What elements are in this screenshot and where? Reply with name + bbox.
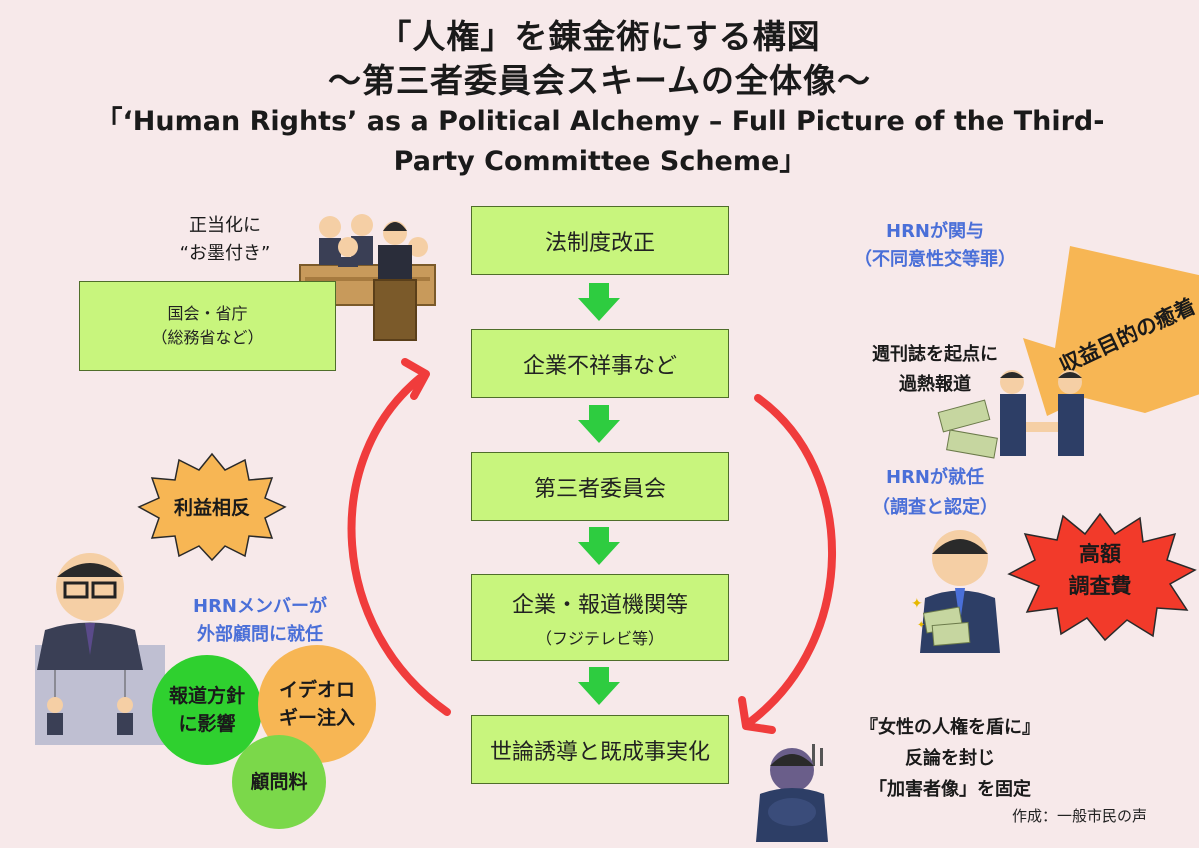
- justification-line2: “お墨付き”: [179, 243, 271, 264]
- flow-box-public-opinion: 世論誘導と既成事実化: [471, 715, 729, 784]
- flow-label: 世論誘導と既成事実化: [489, 739, 710, 765]
- left-cycle-arrowhead: [401, 358, 430, 400]
- flow-box-law-revision: 法制度改正: [471, 206, 729, 275]
- hrn-appointed-label: HRNが就任 （調査と認定）: [835, 463, 1035, 523]
- gov-box-line2: （総務省など）: [151, 328, 264, 347]
- flow-label: 法制度改正: [544, 230, 655, 256]
- flow-label: 企業・報道機関等: [511, 592, 688, 618]
- handshake-illustration: [937, 370, 1084, 459]
- svg-text:✦: ✦: [917, 620, 925, 631]
- right-cycle-arrow: [746, 394, 836, 726]
- hrn-member-line2: 外部顧問に就任: [197, 624, 323, 645]
- man-with-money-illustration: ✦ ✦: [911, 530, 1000, 653]
- shield-line2: 反論を封じ: [905, 748, 995, 769]
- credit-label: 作成：一般市民の声: [1012, 807, 1148, 825]
- justification-line1: 正当化に: [189, 215, 261, 236]
- flow-label: 第三者委員会: [533, 476, 666, 502]
- page-subtitle: 〜第三者委員会スキームの全体像〜: [327, 61, 871, 100]
- hrn-involved-line1: HRNが関与: [886, 221, 984, 242]
- down-arrow-2: [578, 405, 620, 443]
- flow-sublabel: （フジテレビ等）: [535, 628, 664, 648]
- svg-text:✦: ✦: [911, 596, 923, 612]
- hrn-member-line1: HRNメンバーが: [193, 596, 327, 617]
- down-arrow-4: [578, 667, 620, 705]
- conflict-badge-label: 利益相反: [173, 497, 250, 519]
- shield-line3: 「加害者像」を固定: [869, 779, 1031, 800]
- left-cycle-arrow: [347, 374, 451, 716]
- puppet-master-illustration: [35, 553, 165, 745]
- shield-line1: 『女性の人権を盾に』: [860, 717, 1040, 738]
- weekly-line2: 過熱報道: [899, 374, 971, 395]
- high-fee-badge-label: 高額 調査費: [1005, 538, 1195, 602]
- flow-label: 企業不祥事など: [522, 353, 677, 379]
- flow-box-companies-media: 企業・報道機関等 （フジテレビ等）: [471, 574, 729, 661]
- down-arrow-1: [578, 283, 620, 321]
- circle-advisory-fee: 顧問料: [232, 735, 326, 829]
- hrn-involved-line2: （不同意性交等罪）: [854, 249, 1016, 270]
- fee-badge-line2: 調査費: [1068, 574, 1132, 598]
- conflict-badge-shape: [137, 452, 287, 562]
- circle-media-line1: 報道方針: [168, 685, 245, 707]
- crouching-man-illustration: [756, 744, 828, 842]
- weekly-line1: 週刊誌を起点に: [872, 344, 998, 365]
- hrn-member-label: HRNメンバーが 外部顧問に就任: [160, 593, 360, 649]
- hrn-involved-label: HRNが関与 （不同意性交等罪）: [835, 218, 1035, 274]
- hrn-appointed-line1: HRNが就任: [886, 467, 984, 488]
- circle-ideology-line1: イデオロ: [278, 679, 355, 701]
- shield-label: 『女性の人権を盾に』 反論を封じ 「加害者像」を固定: [845, 712, 1055, 805]
- flow-box-third-party-committee: 第三者委員会: [471, 452, 729, 521]
- gov-box-line1: 国会・省庁: [167, 304, 248, 323]
- weekly-magazine-label: 週刊誌を起点に 過熱報道: [845, 340, 1025, 400]
- english-title: 「‘Human Rights’ as a Political Alchemy –…: [95, 106, 1105, 177]
- circle-ideology-line2: ギー注入: [278, 707, 355, 729]
- circle-media-line2: に影響: [178, 713, 236, 735]
- hrn-appointed-line2: （調査と認定）: [872, 497, 998, 518]
- government-box: 国会・省庁 （総務省など）: [79, 281, 336, 371]
- right-cycle-arrowhead: [738, 696, 776, 734]
- flow-box-corporate-scandal: 企業不祥事など: [471, 329, 729, 398]
- page-title: 「人権」を錬金術にする構図: [378, 17, 821, 56]
- circle-fee-label: 顧問料: [250, 771, 308, 793]
- fee-badge-line1: 高額: [1079, 542, 1121, 566]
- circle-media-policy: 報道方針 に影響: [152, 655, 262, 765]
- high-fee-badge-shape: [1007, 512, 1197, 642]
- down-arrow-3: [578, 527, 620, 565]
- justification-label: 正当化に “お墨付き”: [160, 212, 290, 268]
